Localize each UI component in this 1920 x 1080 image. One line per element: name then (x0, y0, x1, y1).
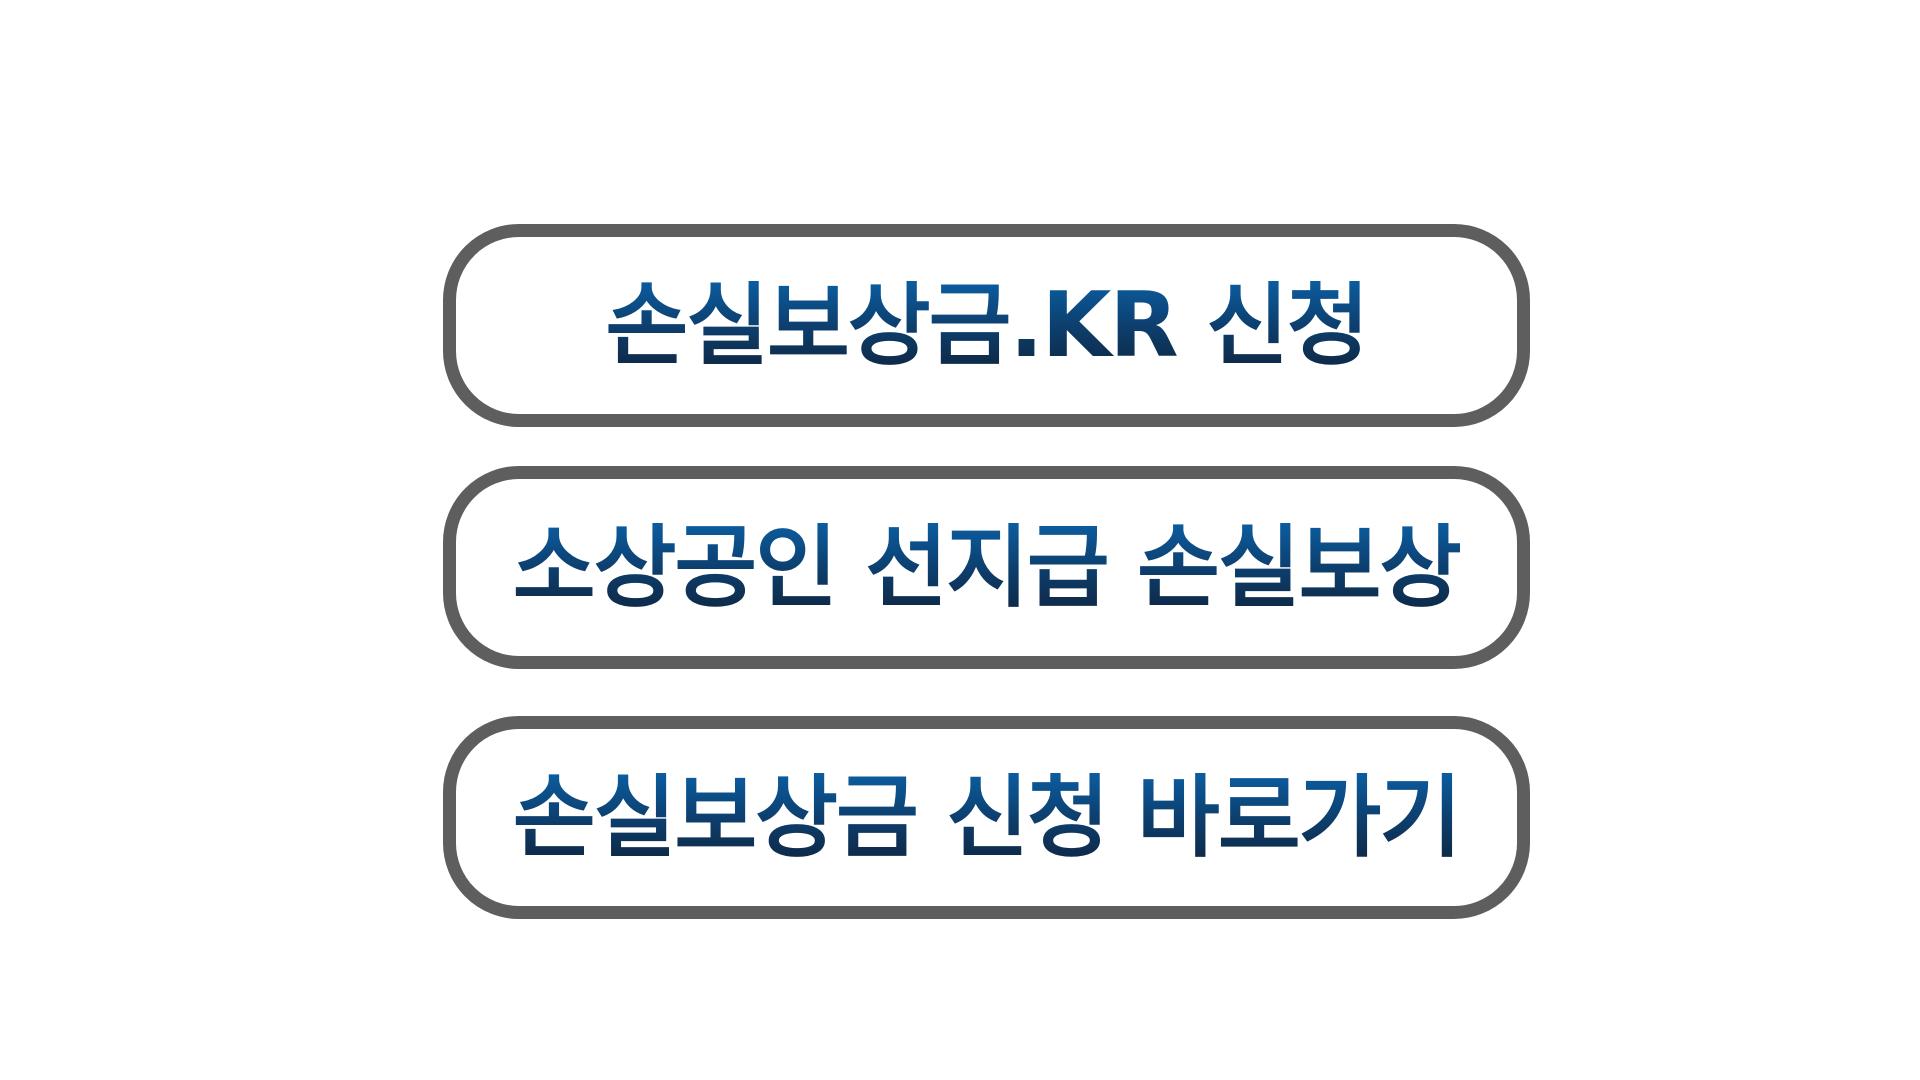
apply-compensation-shortcut-button[interactable]: 손실보상금 신청 바로가기 (443, 716, 1530, 919)
apply-compensation-kr-button[interactable]: 손실보상금.KR 신청 (443, 224, 1530, 427)
small-business-advance-payment-button[interactable]: 소상공인 선지급 손실보상 (443, 466, 1530, 669)
apply-compensation-shortcut-label: 손실보상금 신청 바로가기 (512, 764, 1462, 870)
small-business-advance-payment-label: 소상공인 선지급 손실보상 (512, 514, 1462, 620)
apply-compensation-kr-label: 손실보상금.KR 신청 (605, 272, 1369, 378)
